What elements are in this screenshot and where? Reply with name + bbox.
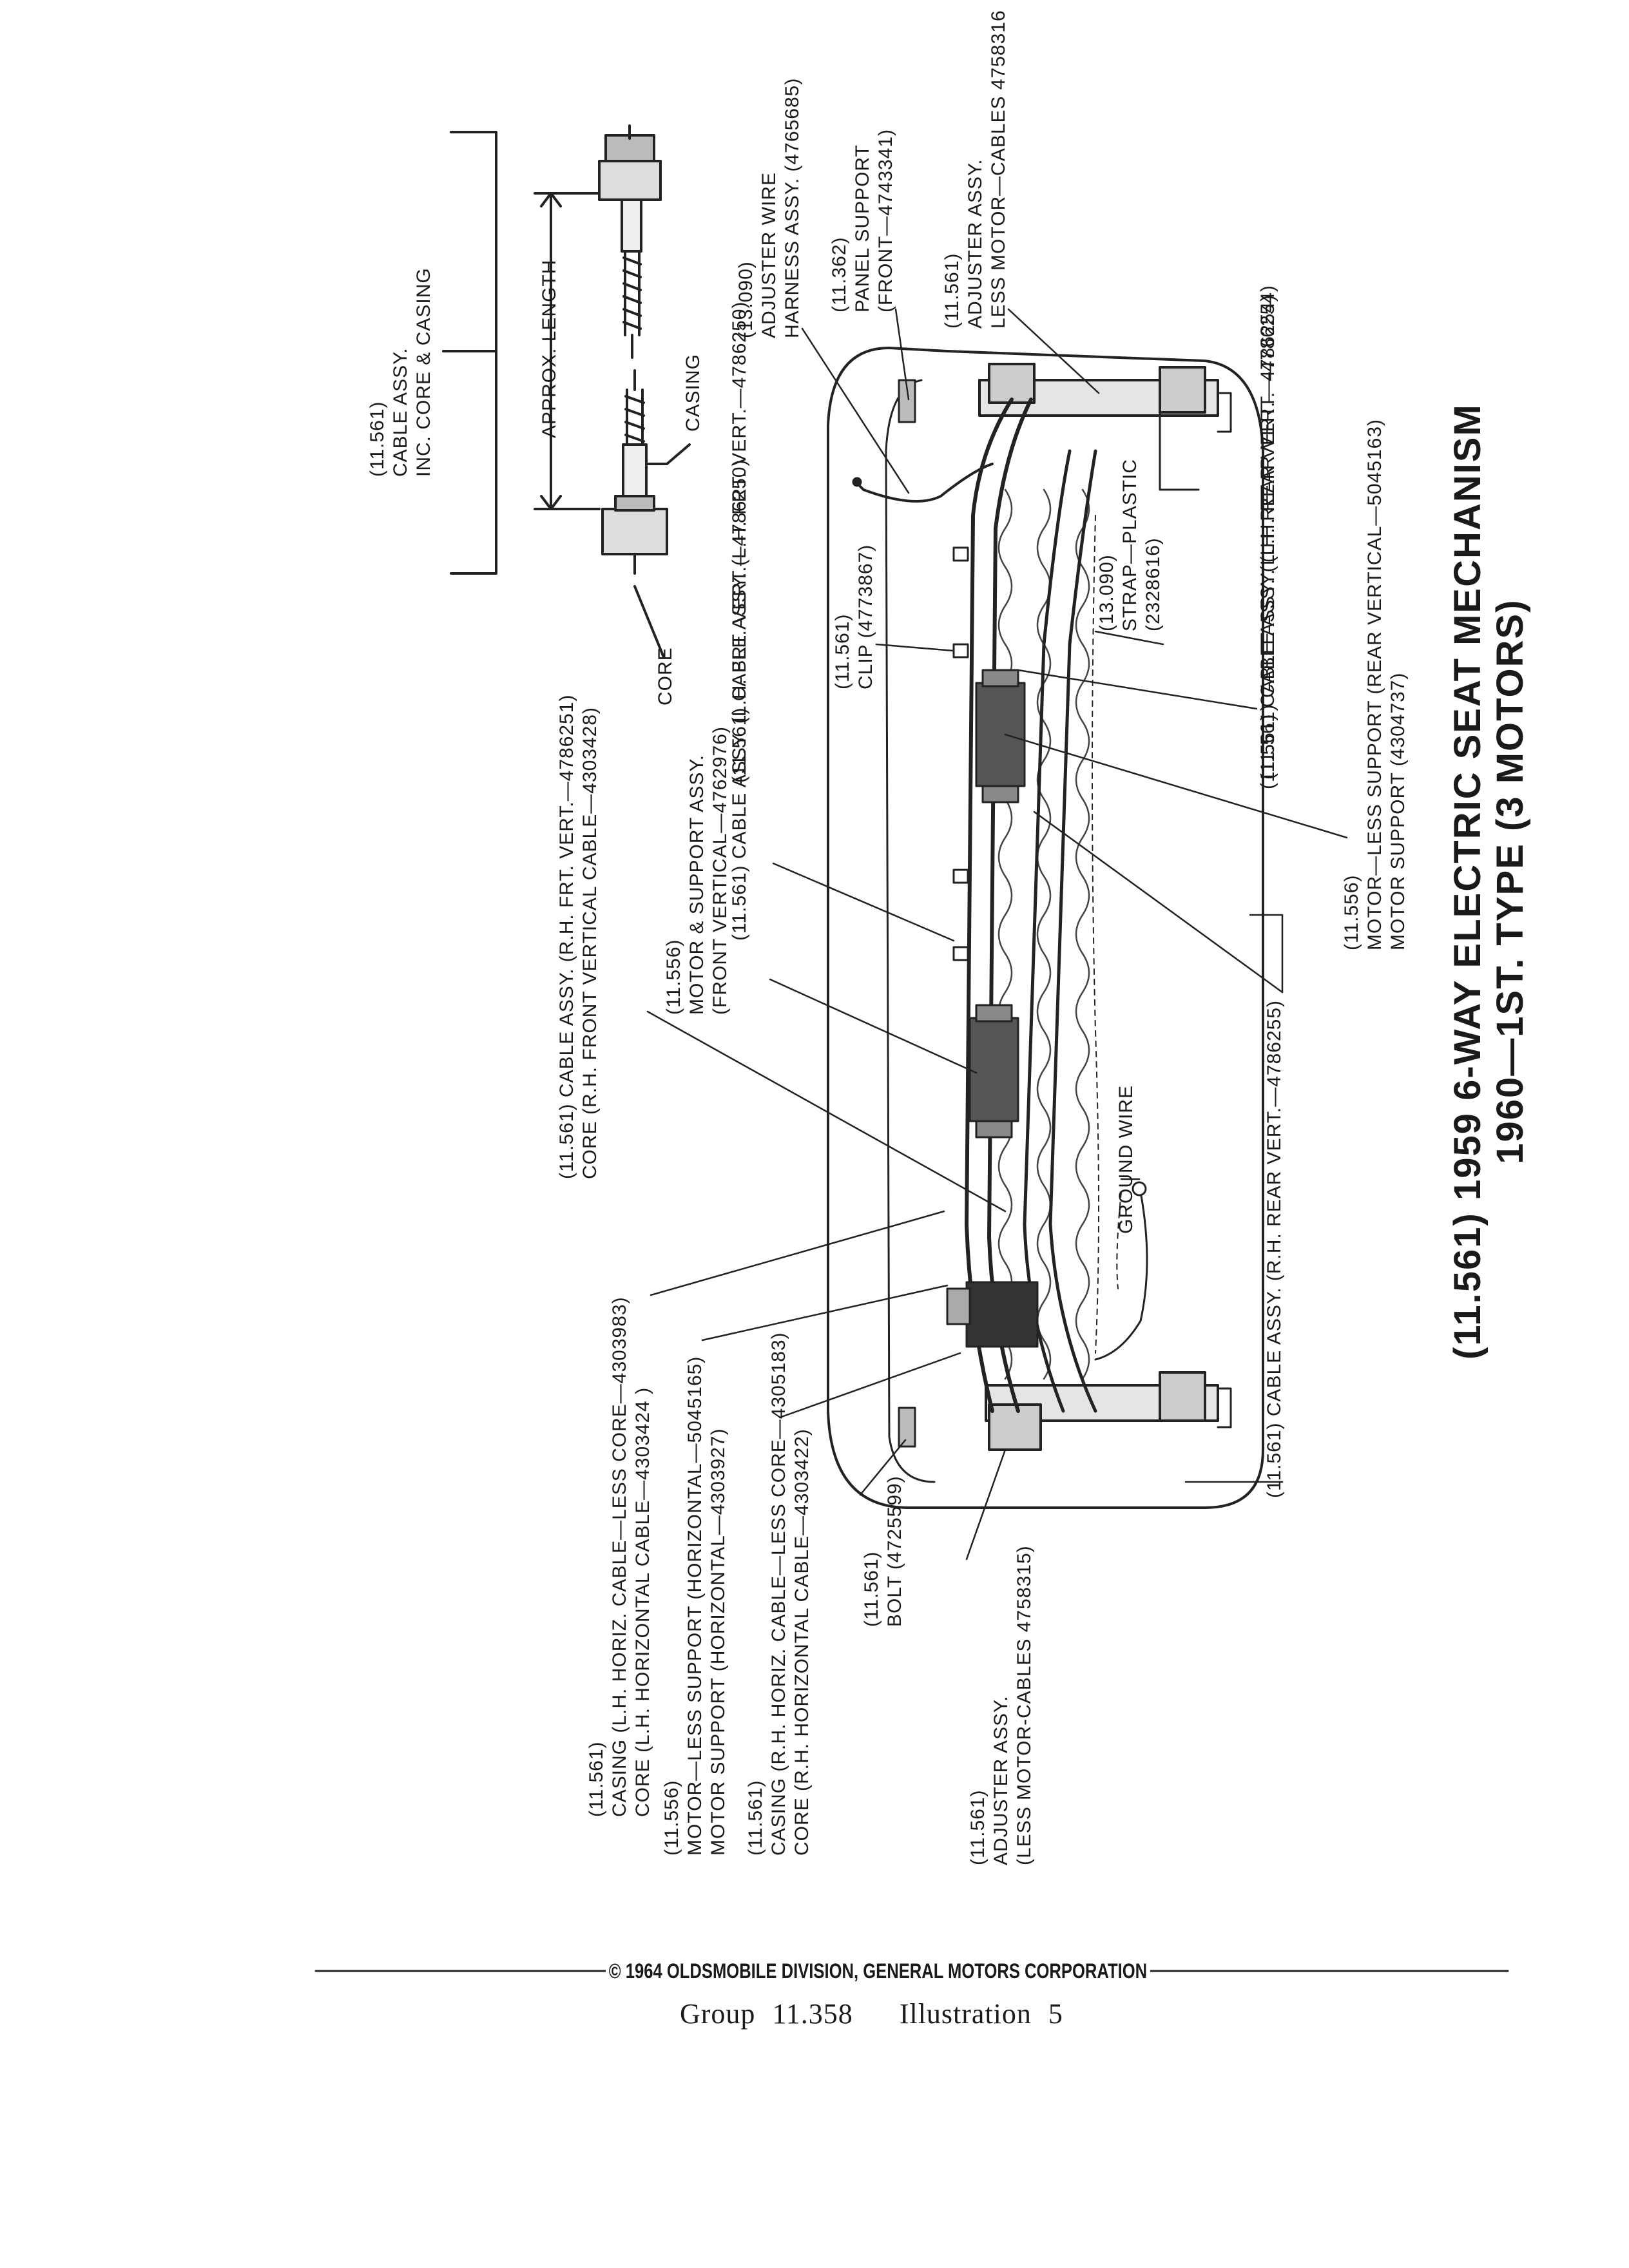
adjuster-assy-top-label: (11.561) ADJUSTER ASSY. LESS MOTOR—CABLE… (941, 10, 1009, 329)
adjuster-wire-harness-label: (13.090) ADJUSTER WIRE HARNESS ASSY. (47… (735, 77, 803, 338)
group-number: 11.358 (772, 1998, 853, 2030)
group-label: Group (680, 1998, 756, 2030)
cable-rh-rear-vert-label: (11.561) CABLE ASSY. (R.H. REAR VERT.—47… (1264, 999, 1285, 1498)
cable-detail-drawing (442, 124, 691, 658)
casing-label: CASING (682, 353, 704, 432)
core-label: CORE (655, 647, 676, 706)
figure-title: (11.561) 1959 6-WAY ELECTRIC SEAT MECHAN… (1447, 403, 1532, 1360)
title-line-1: (11.561) 1959 6-WAY ELECTRIC SEAT MECHAN… (1447, 403, 1489, 1360)
panel-support-label: (11.362) PANEL SUPPORT (FRONT—4743341) (829, 128, 896, 312)
seat-frame (827, 347, 1264, 1509)
adjuster-assy-bottom-label: (11.561) ADJUSTER ASSY. (LESS MOTOR-CABL… (967, 1545, 1035, 1865)
leader-lines (646, 308, 1348, 1561)
strap-plastic-label: (13.090) STRAP—PLASTIC (2328616) (1096, 458, 1164, 631)
ground-wire-label: GROUND WIRE (1115, 1085, 1137, 1234)
approx-length-label: APPROX. LENGTH (539, 259, 560, 438)
figure-caption: Group 11.358 Illustration 5 (680, 1997, 1063, 2030)
cable-rh-frt-vert-label: (11.561) CABLE ASSY. (R.H. FRT. VERT.—47… (556, 694, 601, 1179)
bolt-label: (11.561) BOLT (4725599) (861, 1475, 905, 1627)
illustration-label: Illustration (899, 1998, 1032, 2030)
cable-lh-frt-vert-label-2: (11.561) CABLE ASSY. (L.H. FRT. VERT.—47… (729, 459, 750, 941)
cable-assy-detail-label: (11.561) CABLE ASSY. INC. CORE & CASING (367, 267, 434, 477)
motor-rear-vertical-label: (11.556) MOTOR—LESS SUPPORT (REAR VERTIC… (1341, 418, 1409, 950)
motor-front-vertical-label: (11.556) MOTOR & SUPPORT ASSY. (FRONT VE… (663, 726, 731, 1015)
motor-horizontal-label: (11.556) MOTOR—LESS SUPPORT (HORIZONTAL—… (661, 1356, 729, 1856)
casing-lh-horiz-label: (11.561) CASING (L.H. HORIZ. CABLE—LESS … (586, 1296, 653, 1817)
cable-lh-rear-vert-label: (11.561) CABLE ASSY. (L.H. REAR VERT.—47… (1257, 284, 1278, 780)
copyright-notice: © 1964 OLDSMOBILE DIVISION, GENERAL MOTO… (606, 1959, 1150, 1983)
illustration-number: 5 (1048, 1998, 1063, 2030)
casing-rh-horiz-label: (11.561) CASING (R.H. HORIZ. CABLE—LESS … (745, 1332, 813, 1856)
title-line-2: 1960—1ST. TYPE (3 MOTORS) (1489, 599, 1531, 1164)
clip-label: (11.561) CLIP (4773867) (832, 544, 876, 689)
